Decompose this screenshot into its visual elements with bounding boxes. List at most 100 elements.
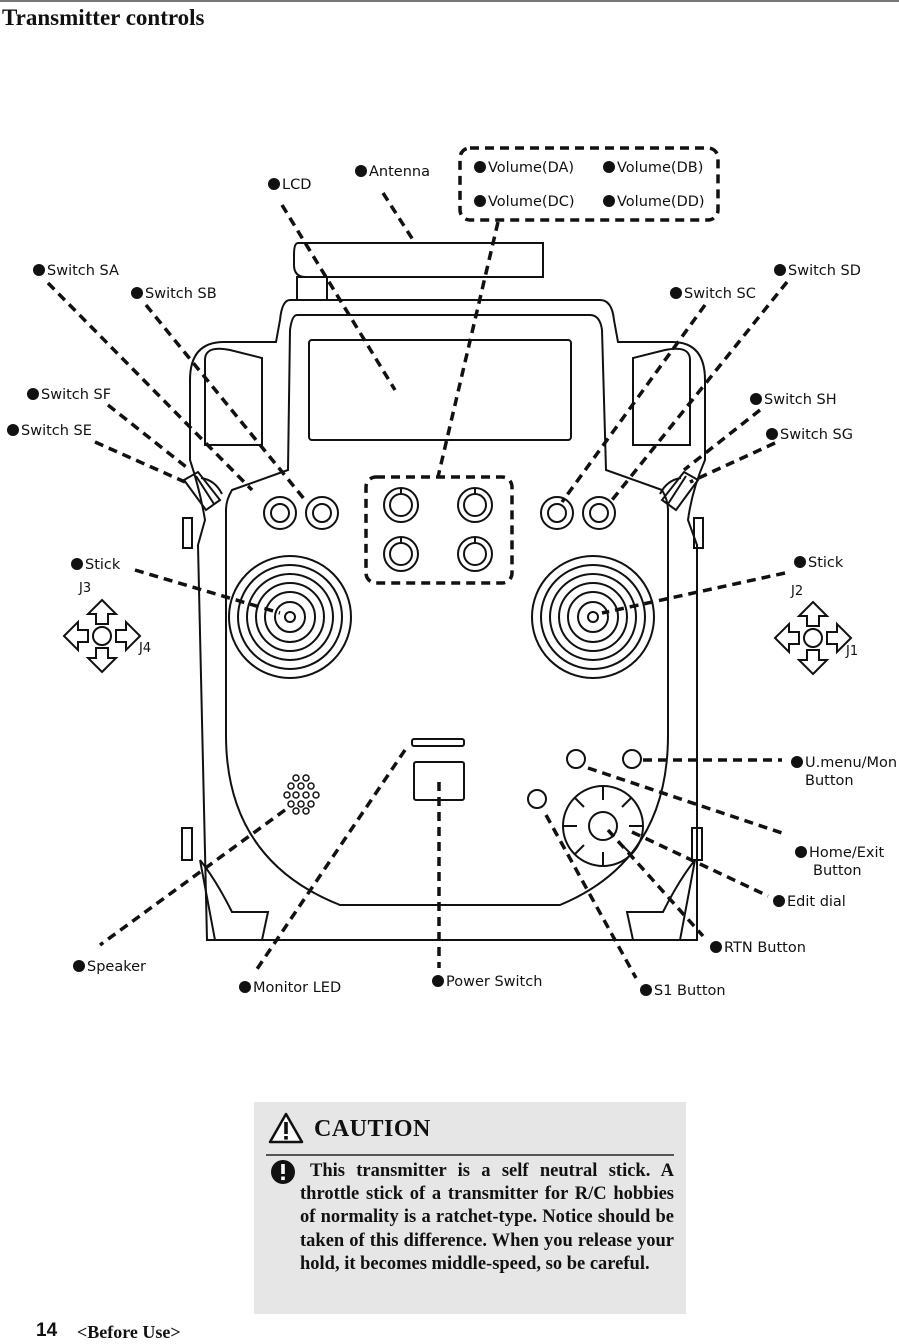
label-antenna: Antenna: [355, 163, 430, 181]
label-power-switch: Power Switch: [432, 973, 542, 991]
label-stick-left: Stick: [71, 556, 120, 574]
monitor-led-window: [411, 738, 465, 747]
left-clip: [182, 517, 193, 549]
bullet-icon: [794, 556, 806, 568]
label-stick-right: Stick: [794, 554, 843, 572]
leader-monitor-led: [253, 749, 407, 973]
caution-box: CAUTION This transmitter is a self neutr…: [254, 1102, 686, 1314]
lcd-screen: [308, 339, 572, 441]
leader-rtn: [606, 828, 705, 938]
label-monitor-led: Monitor LED: [239, 979, 341, 997]
label-s1-button: S1 Button: [640, 982, 726, 1000]
footer-section: <Before Use>: [77, 1322, 181, 1342]
bullet-icon: [71, 558, 83, 570]
bullet-icon: [766, 428, 778, 440]
switch-sa-knob: [305, 496, 339, 530]
bullet-icon: [774, 264, 786, 276]
switch-sb-knob: [263, 496, 297, 530]
label-switch-sd: Switch SD: [774, 262, 861, 280]
axis-label-j2: J2: [791, 584, 804, 599]
label-switch-sb: Switch SB: [131, 285, 217, 303]
exclamation-icon: [271, 1160, 295, 1184]
bullet-icon: [603, 195, 615, 207]
leader-volume: [436, 221, 500, 478]
right-stick-gimbal: [531, 555, 655, 679]
bullet-icon: [670, 287, 682, 299]
caution-title: CAUTION: [314, 1116, 431, 1142]
leader-lcd: [280, 204, 397, 391]
label-volume-dd: Volume(DD): [603, 193, 705, 211]
leader-switch-sc: [560, 303, 707, 504]
label-switch-sg: Switch SG: [766, 426, 853, 444]
label-edit-dial: Edit dial: [773, 893, 846, 911]
bullet-icon: [750, 393, 762, 405]
left-grip: [181, 827, 193, 861]
caution-header: CAUTION: [268, 1110, 668, 1146]
bullet-icon: [474, 161, 486, 173]
right-clip: [693, 517, 704, 549]
axis-label-j1: J1: [846, 644, 859, 659]
bullet-icon: [640, 984, 652, 996]
bullet-icon: [795, 846, 807, 858]
left-side-toggle: [182, 470, 223, 512]
right-foot: [625, 859, 696, 941]
label-switch-sh: Switch SH: [750, 391, 837, 409]
label-rtn-button: RTN Button: [710, 939, 806, 957]
power-switch: [413, 761, 465, 801]
bullet-icon: [791, 756, 803, 768]
right-shoulder: [632, 347, 691, 446]
leader-switch-sh: [682, 408, 762, 472]
label-lcd: LCD: [268, 176, 311, 194]
leader-stick-left: [134, 568, 281, 615]
inner-body-line: [225, 314, 669, 906]
right-side-toggle: [659, 470, 700, 512]
antenna-body: [293, 242, 544, 278]
leader-switch-sb: [144, 303, 307, 502]
leader-s1: [544, 814, 638, 979]
right-stick-direction-arrows: [773, 600, 853, 676]
bullet-icon: [33, 264, 45, 276]
leader-edit-dial: [631, 830, 769, 898]
speaker-grille: [283, 774, 320, 815]
leader-antenna: [381, 192, 417, 244]
leader-switch-sg: [689, 441, 776, 484]
right-grip: [691, 827, 703, 861]
bullet-icon: [268, 178, 280, 190]
s1-button: [527, 789, 547, 809]
caution-divider: [266, 1154, 674, 1156]
leader-home-exit: [587, 766, 786, 836]
left-stick-direction-arrows: [62, 598, 142, 674]
leader-speaker: [98, 808, 287, 947]
bullet-icon: [27, 388, 39, 400]
leader-switch-sf: [106, 403, 192, 472]
left-foot: [199, 859, 270, 941]
volume-label-frame: [458, 146, 720, 222]
leader-switch-sd: [610, 280, 789, 502]
warning-triangle-icon: [268, 1112, 304, 1144]
page-number: 14: [36, 1320, 58, 1341]
antenna-base: [296, 276, 328, 301]
leader-switch-sa: [46, 281, 254, 492]
left-shoulder: [204, 347, 263, 446]
label-switch-se: Switch SE: [7, 422, 92, 440]
switch-sd-knob: [582, 496, 616, 530]
section-title: Transmitter controls: [2, 5, 205, 30]
bullet-icon: [7, 424, 19, 436]
left-stick-gimbal: [228, 555, 352, 679]
leader-stick-right: [601, 571, 786, 615]
volume-knobs: [383, 487, 493, 572]
label-switch-sa: Switch SA: [33, 262, 119, 280]
home-exit-button: [566, 749, 586, 769]
axis-label-j4: J4: [139, 641, 152, 656]
bullet-icon: [603, 161, 615, 173]
axis-label-j3: J3: [79, 581, 92, 596]
label-switch-sc: Switch SC: [670, 285, 756, 303]
caution-text: This transmitter is a self neutral stick…: [300, 1161, 674, 1274]
leader-switch-se: [94, 440, 186, 484]
label-switch-sf: Switch SF: [27, 386, 111, 404]
bullet-icon: [73, 960, 85, 972]
bullet-icon: [710, 941, 722, 953]
